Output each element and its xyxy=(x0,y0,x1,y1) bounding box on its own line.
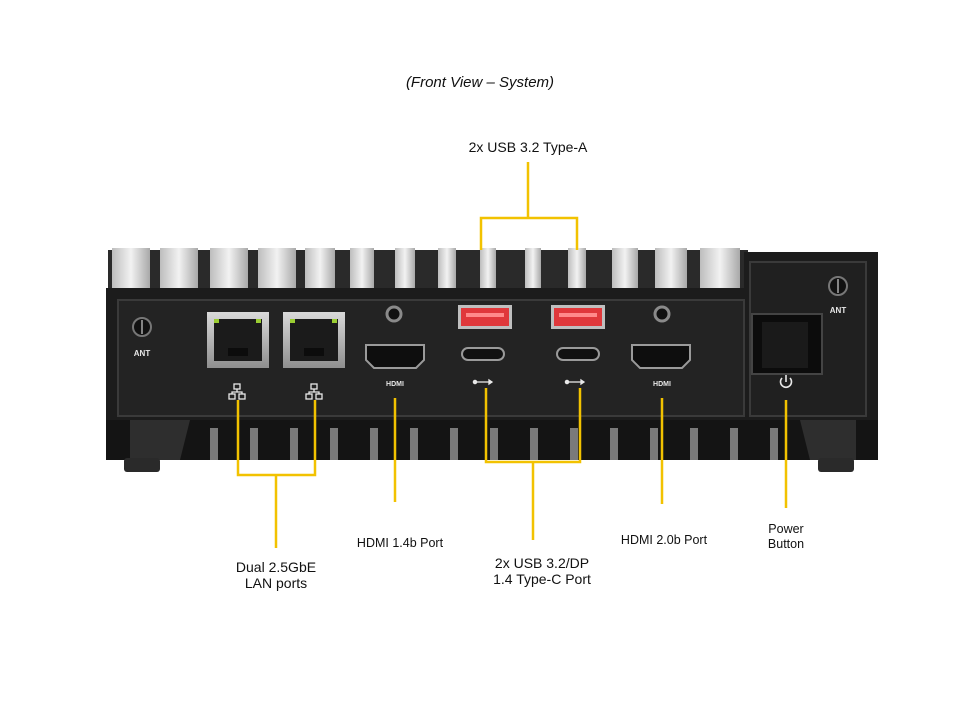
callout-power-line-2: Button xyxy=(767,537,805,551)
power-icon xyxy=(779,375,793,389)
usb-a-port-1[interactable] xyxy=(458,305,512,329)
callout-lan-ports: Dual 2.5GbE LAN ports xyxy=(206,559,346,591)
callout-power-line-1: Power xyxy=(768,522,804,536)
usb-a-port-2[interactable] xyxy=(551,305,605,329)
hdmi-port-1-4b[interactable] xyxy=(365,344,425,369)
lan-icon xyxy=(228,383,246,400)
hdmi-label-1: HDMI xyxy=(386,381,404,388)
callout-usb-c-line-2: 1.4 Type-C Port xyxy=(493,571,591,587)
lan-port-1[interactable] xyxy=(207,312,269,368)
lan-icon xyxy=(305,383,323,400)
antenna-connector-icon xyxy=(132,317,152,337)
callout-usb-c-line-1: 2x USB 3.2/DP xyxy=(494,555,590,571)
hdmi-label-2: HDMI xyxy=(653,381,671,388)
callout-power-button: Power Button xyxy=(746,522,826,552)
usb-c-port-1[interactable] xyxy=(461,347,505,361)
audio-jack-right[interactable] xyxy=(653,305,671,323)
usb-icon xyxy=(564,378,586,386)
usb-c-port-2[interactable] xyxy=(556,347,600,361)
top-heatsink xyxy=(108,248,748,290)
callout-usb-type-a: 2x USB 3.2 Type-A xyxy=(468,139,588,155)
bottom-heatsink xyxy=(106,420,878,472)
ant-label-left: ANT xyxy=(134,349,151,358)
ant-label-right: ANT xyxy=(830,306,847,315)
callout-hdmi-2-0b: HDMI 2.0b Port xyxy=(620,533,708,547)
leader-lines xyxy=(236,162,788,548)
rubber-foot-right xyxy=(818,458,854,472)
callout-lan-line-2: LAN ports xyxy=(244,575,308,591)
callout-hdmi-1-4b: HDMI 1.4b Port xyxy=(356,536,444,550)
audio-jack-left[interactable] xyxy=(385,305,403,323)
antenna-connector-icon xyxy=(828,276,848,296)
callout-usb-type-c: 2x USB 3.2/DP 1.4 Type-C Port xyxy=(462,555,622,587)
callout-lan-line-1: Dual 2.5GbE xyxy=(235,559,317,575)
lan-port-2[interactable] xyxy=(283,312,345,368)
figure-caption: (Front View – System) xyxy=(405,74,555,91)
usb-icon xyxy=(472,378,494,386)
hdmi-port-2-0b[interactable] xyxy=(631,344,691,369)
rubber-foot-left xyxy=(124,458,160,472)
